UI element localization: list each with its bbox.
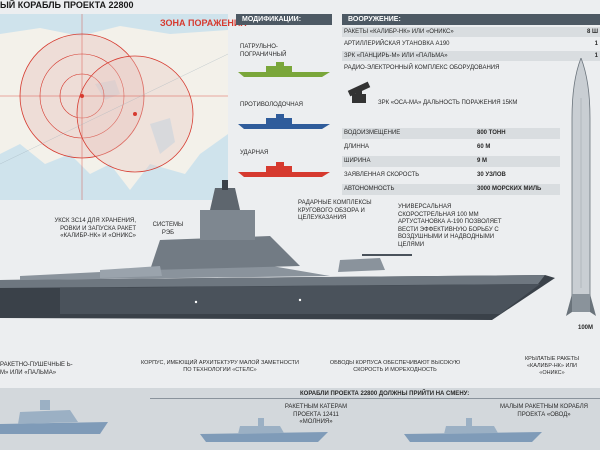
replace-divider — [150, 398, 600, 399]
spec-name: АВТОНОМНОСТЬ — [344, 186, 395, 192]
spec-value: 60 М — [477, 144, 491, 150]
spec-value: 9 М — [477, 158, 488, 164]
asw-ship-icon — [236, 114, 332, 135]
spec-name: ВОДОИЗМЕЩЕНИЕ — [344, 130, 401, 136]
armament-text: РАДИО-ЭЛЕКТРОННЫЙ КОМПЛЕКС ОБОРУДОВАНИЯ — [344, 65, 500, 71]
callout-missile-gun: РАКЕТНО-ПУШЕЧНЫЕ Ь-М» ИЛИ «ПАЛЬМА» — [0, 362, 73, 376]
armament-value: 1 — [594, 41, 598, 47]
zrk-note: ЗРК «ОСА-МА» ДАЛЬНОСТЬ ПОРАЖЕНИЯ 15КМ — [378, 100, 518, 106]
armament-text: ЗРК «ПАНЦИРЬ-М» ИЛИ «ПАЛЬМА» — [344, 53, 448, 59]
strike-ship-icon — [236, 162, 332, 183]
page-title: ЫЙ КОРАБЛЬ ПРОЕКТА 22800 — [0, 0, 134, 10]
callout-reb: СИСТЕМЫ РЭБ — [152, 222, 184, 236]
armament-row: РАДИО-ЭЛЕКТРОННЫЙ КОМПЛЕКС ОБОРУДОВАНИЯ — [342, 63, 600, 73]
molniya-ship-icon — [200, 418, 330, 449]
replace-item-label: МАЛЫМ РАКЕТНЫМ КОРАБЛЯ ПРОЕКТА «ОВОД» — [499, 404, 589, 418]
spec-row: ЗАЯВЛЕННАЯ СКОРОСТЬ 30 УЗЛОВ — [342, 170, 560, 181]
armament-value: 8 Ш — [586, 29, 598, 35]
spec-name: ШИРИНА — [344, 158, 371, 164]
callout-contours: ОБВОДЫ КОРПУСА ОБЕСПЕЧИВАЮТ ВЫСОКУЮ СКОР… — [329, 360, 461, 373]
map-graphic — [0, 14, 229, 200]
old-ship-left-icon — [0, 396, 110, 441]
cruise-missile-graphic — [566, 56, 596, 325]
modification-label-asw: ПРОТИВОЛОДОЧНАЯ — [240, 102, 303, 108]
spec-name: ДЛИННА — [344, 144, 369, 150]
callout-radar: РАДАРНЫЕ КОМПЛЕКСЫ КРУГОВОГО ОБЗОРА И ЦЕ… — [298, 200, 372, 221]
callout-cruise: КРЫЛАТЫЕ РАКЕТЫ «КАЛИБР-НК» ИЛИ «ОНИКС» — [524, 356, 580, 376]
armament-text: АРТИЛЛЕРИЙСКАЯ УТАНОВКА А190 — [344, 41, 450, 47]
sam-launcher-icon — [344, 80, 374, 109]
zone-label: ЗОНА ПОРАЖЕНИЯ — [160, 18, 247, 28]
modifications-header: МОДИФИКАЦИИ: — [236, 14, 332, 25]
armament-value: 1 — [594, 53, 598, 59]
callout-vls: УКСК ЗС14 ДЛЯ ХРАНЕНИЯ, РОВКИ И ЗАПУСКА … — [54, 218, 136, 239]
patrol-ship-icon — [236, 62, 332, 83]
replace-header: КОРАБЛИ ПРОЕКТА 22800 ДОЛЖНЫ ПРИЙТИ НА С… — [300, 391, 470, 397]
ovod-ship-icon — [404, 418, 544, 449]
spec-value: 30 УЗЛОВ — [477, 172, 506, 178]
missile-label: 100М — [578, 325, 594, 331]
callout-gun: УНИВЕРСАЛЬНАЯ СКОРОСТРЕЛЬНАЯ 100 ММ АРТУ… — [398, 204, 502, 248]
spec-row: ВОДОИЗМЕЩЕНИЕ 800 ТОНН — [342, 128, 560, 139]
armament-text: РАКЕТЫ «КАЛИБР-НК» ИЛИ «ОНИКС» — [344, 29, 454, 35]
strike-zone-map — [0, 14, 229, 200]
main-ship-graphic — [0, 180, 560, 355]
spec-value: 3000 МОРСКИХ МИЛЬ — [477, 186, 542, 192]
spec-row: АВТОНОМНОСТЬ 3000 МОРСКИХ МИЛЬ — [342, 184, 560, 195]
spec-row: ШИРИНА 9 М — [342, 156, 560, 167]
modification-label-patrol: ПАТРУЛЬНО-ПОГРАНИЧНЫЙ — [240, 44, 287, 58]
spec-name: ЗАЯВЛЕННАЯ СКОРОСТЬ — [344, 172, 420, 178]
modification-label-strike: УДАРНАЯ — [240, 150, 269, 156]
replace-item-label: РАКЕТНЫМ КАТЕРАМ ПРОЕКТА 12411 «МОЛНИЯ» — [284, 404, 348, 425]
armament-row: РАКЕТЫ «КАЛИБР-НК» ИЛИ «ОНИКС» 8 Ш — [342, 27, 600, 37]
spec-row: ДЛИННА 60 М — [342, 142, 560, 153]
armament-header: ВООРУЖЕНИЕ: — [342, 14, 600, 25]
armament-row: АРТИЛЛЕРИЙСКАЯ УТАНОВКА А190 1 — [342, 39, 600, 49]
callout-hull: КОРПУС, ИМЕЮЩИЙ АРХИТЕКТУРУ МАЛОЙ ЗАМЕТН… — [141, 360, 299, 373]
armament-row: ЗРК «ПАНЦИРЬ-М» ИЛИ «ПАЛЬМА» 1 — [342, 51, 600, 61]
spec-value: 800 ТОНН — [477, 130, 506, 136]
